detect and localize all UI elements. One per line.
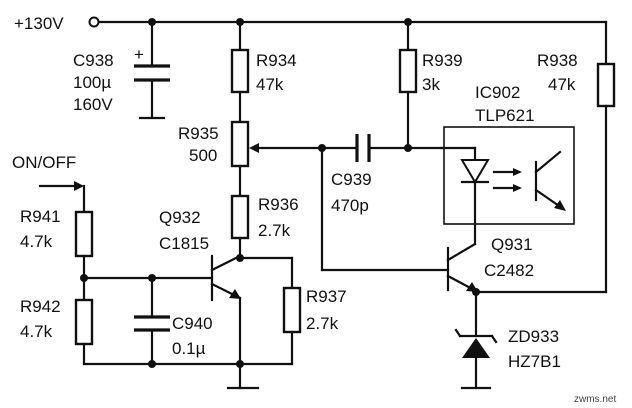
r936-value: 2.7k	[258, 221, 291, 240]
ic902-ref: IC902	[475, 83, 520, 102]
r935-value: 500	[189, 146, 217, 165]
r936-ref: R936	[258, 195, 299, 214]
q932-ref: Q932	[159, 208, 201, 227]
c938-ref: C938	[73, 51, 114, 70]
c938-polarity: +	[134, 45, 144, 64]
resistor-r939	[398, 20, 418, 150]
c939-value: 470p	[331, 196, 369, 215]
potentiometer-r935	[230, 120, 324, 198]
resistor-r934	[230, 20, 250, 124]
transistor-q931	[446, 242, 478, 293]
resistor-r936	[230, 194, 250, 258]
ic902-part: TLP621	[475, 106, 535, 125]
input-label: ON/OFF	[12, 153, 76, 172]
supply-rail	[88, 16, 608, 28]
junction-dots	[80, 18, 480, 368]
r934-ref: R934	[256, 51, 297, 70]
supply-label: +130V	[14, 14, 64, 33]
c940-value: 0.1µ	[172, 339, 206, 358]
q932-part: C1815	[159, 234, 209, 253]
r935-ref: R935	[178, 124, 219, 143]
resistor-r942	[74, 276, 94, 366]
capacitor-c938	[134, 20, 170, 120]
capacitor-c940	[134, 276, 170, 366]
r939-ref: R939	[422, 51, 463, 70]
r941-value: 4.7k	[20, 232, 53, 251]
r938-value: 47k	[548, 75, 576, 94]
resistor-r938	[474, 20, 616, 294]
input-arrow	[38, 181, 86, 214]
zd933-part: HZ7B1	[508, 352, 561, 371]
r939-value: 3k	[422, 75, 440, 94]
r942-value: 4.7k	[20, 322, 53, 341]
zd933-ref: ZD933	[508, 327, 559, 346]
r934-value: 47k	[256, 75, 284, 94]
r937-ref: R937	[306, 287, 347, 306]
r938-ref: R938	[537, 51, 578, 70]
c939-ref: C939	[331, 170, 372, 189]
r942-ref: R942	[20, 297, 61, 316]
r941-ref: R941	[20, 207, 61, 226]
capacitor-c939	[320, 134, 450, 272]
c938-value: 100µ	[73, 73, 111, 92]
optocoupler-ic902	[440, 126, 575, 246]
watermark: zwms.net	[574, 394, 616, 405]
resistor-r937	[82, 256, 302, 366]
transistor-q932	[210, 254, 260, 390]
zener-zd933	[454, 290, 498, 390]
q931-part: C2482	[484, 261, 534, 280]
r937-value: 2.7k	[306, 314, 339, 333]
c938-rating: 160V	[73, 95, 113, 114]
c940-ref: C940	[172, 314, 213, 333]
q931-ref: Q931	[491, 235, 533, 254]
